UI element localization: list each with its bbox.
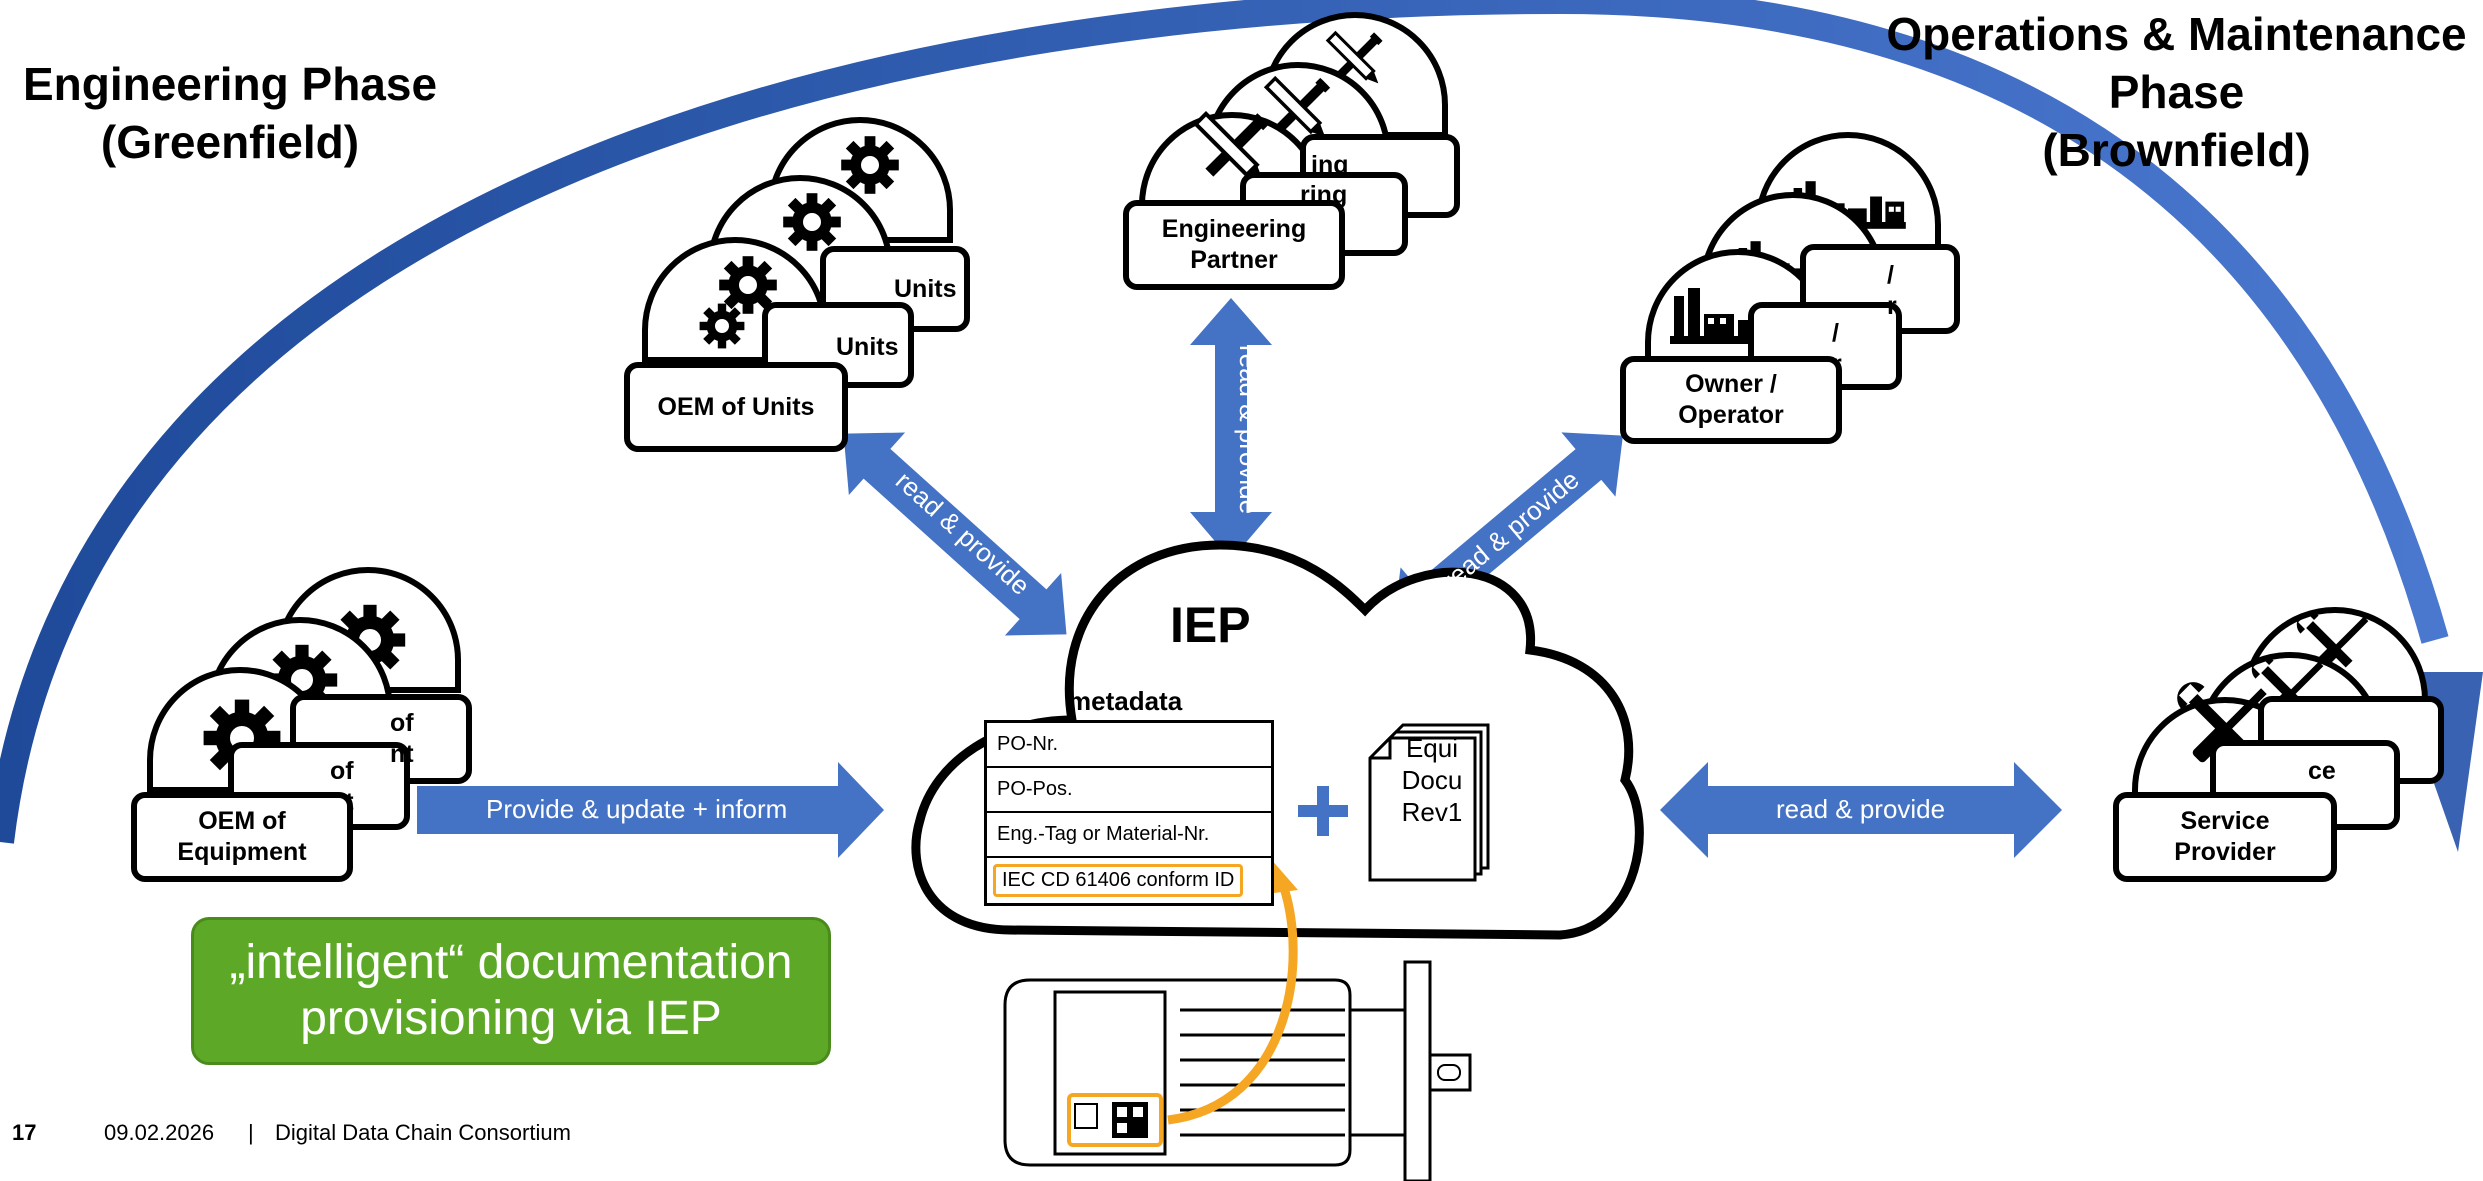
metadata-row: Eng.-Tag or Material-Nr.	[987, 813, 1271, 858]
arrow-oem-units	[843, 432, 1067, 636]
plus-sign	[1298, 786, 1348, 836]
metadata-title: metadata	[1068, 686, 1183, 716]
engineering-phase-title: Engineering Phase (Greenfield)	[22, 58, 438, 168]
service-provider-badge: Service Provider	[2113, 792, 2337, 882]
oem-units-back-label-2: Units	[894, 275, 957, 303]
footer-separator: |	[248, 1120, 254, 1145]
motor-icon	[1003, 960, 1472, 1181]
arrow-label-engineering: read & provide	[1234, 344, 1265, 515]
metadata-row: PO-Nr.	[987, 723, 1271, 768]
document-label: Equi Docu Rev1	[1401, 733, 1463, 827]
callout-box: „intelligent“ documentation provisioning…	[191, 917, 831, 1065]
oem-equipment-back-label-2: of nt	[390, 709, 414, 768]
page-number: 17	[12, 1120, 37, 1145]
engineering-back-label-2: ing	[1311, 151, 1349, 179]
footer-org: Digital Data Chain Consortium	[275, 1120, 571, 1145]
arrow-oem-equipment	[417, 762, 884, 858]
oem-equipment-badge: OEM of Equipment	[131, 792, 353, 882]
orange-link-arrow	[1167, 880, 1298, 1125]
orange-link-arrowhead	[1266, 858, 1298, 894]
arrow-engineering	[1190, 298, 1272, 560]
operations-phase-title: Operations & Maintenance Phase (Brownfie…	[1886, 8, 2467, 176]
iep-title: IEP	[1170, 597, 1251, 653]
engineering-partner-badge: Engineering Partner	[1123, 200, 1345, 290]
oem-units-badge: OEM of Units	[624, 362, 848, 452]
metadata-table: PO-Nr. PO-Pos. Eng.-Tag or Material-Nr. …	[984, 720, 1274, 906]
oem-units-back-label-1: Units	[836, 333, 899, 361]
arrow-label-service: read & provide	[1776, 794, 1946, 824]
arrow-label-oem-equipment: Provide & update + inform	[486, 794, 788, 824]
document-icon	[1368, 723, 1490, 882]
footer-date: 09.02.2026	[104, 1120, 215, 1145]
owner-operator-badge: Owner / Operator	[1620, 356, 1842, 444]
lifecycle-arc	[0, 0, 2449, 844]
metadata-row: PO-Pos.	[987, 768, 1271, 813]
metadata-row-id: IEC CD 61406 conform ID	[987, 858, 1271, 903]
owner-back-label-2: / r	[1887, 261, 1897, 320]
arrow-service	[1660, 762, 2062, 858]
